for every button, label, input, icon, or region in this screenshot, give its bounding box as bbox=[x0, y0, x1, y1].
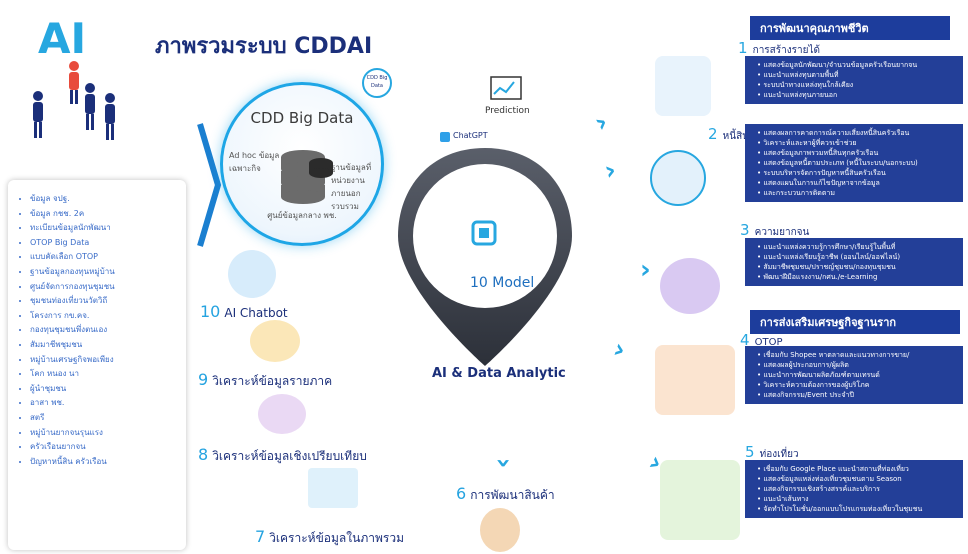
chevron-right-icon-4: › bbox=[609, 334, 630, 366]
poverty-illustration bbox=[660, 258, 720, 314]
tourism-illustration bbox=[660, 460, 740, 540]
data-source-item: OTOP Big Data bbox=[30, 236, 186, 251]
right-step-1-box: แสดงข้อมูลนักพัฒนา/จำนวนข้อมูลครัวเรือนย… bbox=[745, 56, 963, 104]
model-label: 10 Model bbox=[470, 275, 535, 291]
big-data-title: CDD Big Data bbox=[250, 109, 354, 127]
big-data-badge: CDD Big Data bbox=[362, 68, 392, 98]
income-illustration bbox=[655, 56, 711, 116]
chevron-right-icon-1: › bbox=[589, 107, 614, 139]
otop-illustration bbox=[655, 345, 735, 415]
data-source-list-panel: ข้อมูล จปฐ.ข้อมูล กชช. 2คทะเบียนข้อมูลนั… bbox=[8, 180, 186, 550]
data-source-item: ผู้นำชุมชน bbox=[30, 382, 186, 397]
right-step-5-box: เชื่อมกับ Google Place แนะนำสถานที่ท่องเ… bbox=[745, 460, 963, 518]
right-step-3-box: แนะนำแหล่งความรู้การศึกษา/เรียนรู้ในพื้น… bbox=[745, 238, 963, 286]
chevron-down-icon: › bbox=[488, 457, 519, 469]
data-source-item: ข้อมูล กชช. 2ค bbox=[30, 207, 186, 222]
page-title: ภาพรวมระบบ CDDAI bbox=[155, 34, 373, 59]
external-db-label: ฐานข้อมูลที่ หน่วยงาน ภายนอกรวบรวม bbox=[331, 163, 372, 211]
ai-data-analytic-label: AI & Data Analytic bbox=[432, 366, 566, 381]
product-icon bbox=[480, 508, 520, 552]
data-source-item: หมู่บ้านเศรษฐกิจพอเพียง bbox=[30, 353, 186, 368]
database-icon bbox=[281, 150, 333, 204]
right-step-3: 3 ความยากจน bbox=[740, 221, 810, 239]
right-step-4-box: เชื่อมกับ Shopee หาตลาดและแนวทางการขาย/แ… bbox=[745, 346, 963, 404]
debt-illustration bbox=[650, 150, 706, 206]
right-step-5: 5 ท่องเที่ยว bbox=[745, 443, 799, 461]
data-source-item: สตรี bbox=[30, 411, 186, 426]
right-step-2: 2 หนี้สิน bbox=[708, 125, 750, 143]
data-source-item: โคก หนอง นา bbox=[30, 367, 186, 382]
right-step-4: 4 OTOP bbox=[740, 331, 783, 349]
chatgpt-icon bbox=[440, 132, 450, 142]
ai-map-pin bbox=[398, 148, 572, 366]
data-source-item: ข้อมูล จปฐ. bbox=[30, 192, 186, 207]
chevron-right-icon-3: › bbox=[640, 255, 651, 285]
people-illustration bbox=[33, 61, 115, 140]
data-source-item: ศูนย์จัดการกองทุนชุมชน bbox=[30, 280, 186, 295]
prediction-chart-icon bbox=[490, 76, 522, 100]
right-step-2-box: แสดงผลการคาดการณ์ความเสี่ยงหนี้สินครัวเร… bbox=[745, 124, 963, 202]
center-db-label: ศูนย์ข้อมูลกลาง พช. bbox=[267, 211, 337, 220]
chatgpt-label: ChatGPT bbox=[453, 131, 488, 140]
data-source-item: โครงการ กข.คจ. bbox=[30, 309, 186, 324]
prediction-label: Prediction bbox=[485, 106, 530, 116]
data-source-item: ทะเบียนข้อมูลนักพัฒนา bbox=[30, 221, 186, 236]
data-source-item: ปัญหาหนี้สิน ครัวเรือน bbox=[30, 455, 186, 470]
adhoc-label: Ad hoc ข้อมูล เฉพาะกิจ bbox=[229, 151, 280, 173]
data-source-item: หมู่บ้านยากจนรุนแรง bbox=[30, 426, 186, 441]
data-source-list: ข้อมูล จปฐ.ข้อมูล กชช. 2คทะเบียนข้อมูลนั… bbox=[8, 180, 186, 469]
cdd-big-data-circle: CDD Big Data Ad hoc ข้อมูล เฉพาะกิจ ฐานข… bbox=[220, 82, 384, 246]
right-step-1: 1 การสร้างรายได้ bbox=[738, 39, 821, 57]
chevron-right-icon-2: › bbox=[601, 155, 620, 187]
section-quality-of-life: การพัฒนาคุณภาพชีวิต bbox=[750, 16, 950, 40]
comparative-analysis-icon bbox=[258, 394, 306, 434]
data-source-item: อาสา พช. bbox=[30, 396, 186, 411]
ai-logo-text: AI bbox=[38, 14, 87, 63]
data-source-item: ชุมชนท่องเที่ยวนวัตวิถี bbox=[30, 294, 186, 309]
bracket-arrow bbox=[197, 123, 222, 247]
section-grassroots-economy: การส่งเสริมเศรษฐกิจฐานราก bbox=[750, 310, 960, 334]
data-source-item: กองทุนชุมชนพึ่งตนเอง bbox=[30, 323, 186, 338]
data-source-item: ครัวเรือนยากจน bbox=[30, 440, 186, 455]
data-source-item: สัมมาชีพชุมชน bbox=[30, 338, 186, 353]
data-source-item: ฐานข้อมูลกองทุนหมู่บ้าน bbox=[30, 265, 186, 280]
overview-analysis-icon bbox=[308, 468, 358, 508]
chatbot-icon bbox=[228, 250, 276, 298]
regional-analysis-icon bbox=[250, 320, 300, 362]
data-source-item: แบบคัดเลือก OTOP bbox=[30, 250, 186, 265]
